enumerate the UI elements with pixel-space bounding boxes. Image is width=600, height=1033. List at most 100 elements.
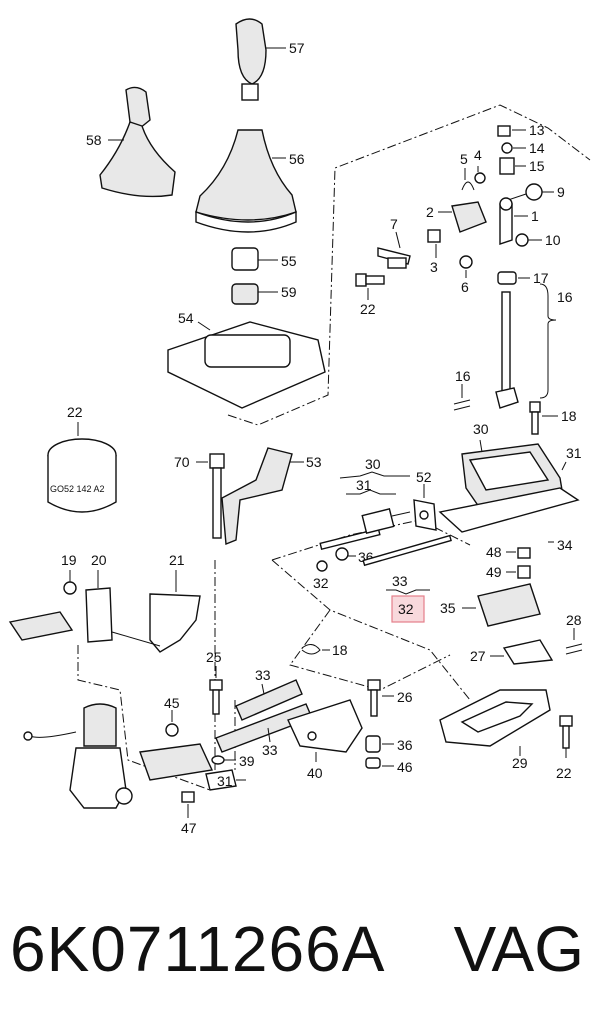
label-45: 25	[206, 649, 222, 665]
bolt-45: 25	[206, 649, 223, 715]
label-49: 21	[169, 552, 185, 568]
caption-bar: 6K0711266A VAG	[0, 900, 600, 1010]
label-26: 27	[470, 648, 486, 664]
label-56: 56	[289, 151, 305, 167]
label-3: 3	[430, 259, 438, 275]
label-44: 31	[217, 773, 233, 789]
pivot-pin: 7 3	[377, 216, 441, 275]
label-39: 18	[332, 642, 348, 658]
selector-arm: 53	[221, 447, 322, 546]
label-41: 36	[397, 737, 413, 753]
label-36-lower: 45	[164, 695, 180, 711]
console-cover: 54	[167, 310, 326, 409]
bolt-53: 70	[174, 453, 225, 539]
label-28: 48	[486, 544, 502, 560]
label-18-lower: 28	[566, 612, 582, 628]
base-plate-40: 40	[287, 699, 363, 781]
label-33-lower: 33	[255, 667, 271, 683]
gearbox-selector-housing	[23, 703, 133, 809]
boot-ring: 55	[231, 247, 297, 271]
cable-group-30-31: 30 31	[319, 456, 411, 551]
label-42: 46	[397, 759, 413, 775]
ring-marking-text: GO52 142 A2	[50, 484, 105, 494]
part-number: 6K0711266A	[10, 913, 386, 985]
label-18-upper: 16	[455, 368, 471, 384]
clamp-ring: 59	[231, 283, 297, 305]
shift-lever-rod: 17 16	[495, 270, 573, 409]
label-17: 17	[533, 270, 549, 286]
label-40: 40	[307, 765, 323, 781]
label-29: 29	[512, 755, 528, 771]
bushing-6: 6	[459, 255, 473, 295]
bolt-43: 26	[367, 679, 413, 717]
lever-26: 27	[470, 639, 554, 665]
linkage-lower-parts: 45 39 31 47	[139, 695, 255, 836]
label-1: 1	[531, 208, 539, 224]
label-30: 30	[365, 456, 381, 472]
shift-boot: 56	[195, 129, 305, 233]
label-55: 55	[281, 253, 297, 269]
nut-10: 10	[515, 232, 561, 248]
label-20: 31	[566, 445, 582, 461]
bracket-assembly-left: 19 20 21	[8, 552, 201, 653]
gasket-29: 29	[439, 689, 551, 771]
label-54: 54	[178, 310, 194, 326]
label-19: 30	[473, 421, 489, 437]
label-16: 16	[557, 289, 573, 305]
label-70: 22	[67, 404, 83, 420]
label-46: 39	[239, 753, 255, 769]
selector-lever: 2 1	[426, 197, 539, 245]
label-22-bottom: 22	[556, 765, 572, 781]
plate-34: 52	[413, 469, 437, 531]
label-36-left: 19	[61, 552, 77, 568]
label-9: 9	[557, 184, 565, 200]
label-33-upper: 33	[392, 573, 408, 589]
label-43: 26	[397, 689, 413, 705]
assembly-outline-upper	[227, 104, 591, 426]
label-47: 47	[181, 820, 197, 836]
bolt-22-right: 18	[529, 401, 577, 435]
label-32-highlighted: 32	[398, 601, 414, 617]
label-15: 15	[529, 158, 545, 174]
knob-with-boot: 58	[86, 86, 176, 198]
label-21: 34	[557, 537, 573, 553]
cable-springs: 33 33	[215, 667, 313, 758]
bolt-9: 9	[507, 183, 565, 201]
clip-18-upper: 16	[453, 368, 471, 411]
label-4: 4	[474, 147, 482, 163]
highlight-box	[391, 595, 425, 623]
brand-name: VAG	[453, 913, 584, 985]
label-57: 57	[289, 40, 305, 56]
label-22-upper: 22	[360, 301, 376, 317]
seal-ring: 22 GO52 142 A2	[47, 404, 117, 513]
label-27: 49	[486, 564, 502, 580]
label-36-mid: 32	[313, 575, 329, 591]
housing-mount-parts: 48 49 35	[440, 544, 541, 627]
small-parts-13-15: 13 14 15	[497, 122, 545, 175]
washers-35-36: 36 32	[313, 547, 374, 591]
label-25: 35	[440, 600, 456, 616]
bushing-41-42: 36 46	[365, 735, 413, 775]
label-2: 2	[426, 204, 434, 220]
exploded-parts-diagram: 57 58 56 55 59 54 13	[8, 18, 591, 836]
clip-and-nut: 5 4	[460, 147, 486, 191]
label-13: 13	[529, 122, 545, 138]
bolt-22-upper: 22	[355, 273, 385, 317]
label-5: 5	[460, 151, 468, 167]
label-14: 14	[529, 140, 545, 156]
assembly-outline-lower	[271, 519, 471, 701]
clip-39: 18	[301, 642, 348, 658]
shift-housing: 30 31 34	[438, 421, 582, 553]
clip-18-lower: 28	[565, 612, 583, 655]
label-58: 58	[86, 132, 102, 148]
cable-group-32-33: 33 32	[362, 534, 452, 623]
label-48: 20	[91, 552, 107, 568]
label-53: 70	[174, 454, 190, 470]
label-31-lower: 33	[262, 742, 278, 758]
label-22-right: 18	[561, 408, 577, 424]
label-59: 59	[281, 284, 297, 300]
bolt-22-bottom: 22	[556, 715, 573, 781]
label-7: 7	[390, 216, 398, 232]
label-6: 6	[461, 279, 469, 295]
label-34: 52	[416, 469, 432, 485]
